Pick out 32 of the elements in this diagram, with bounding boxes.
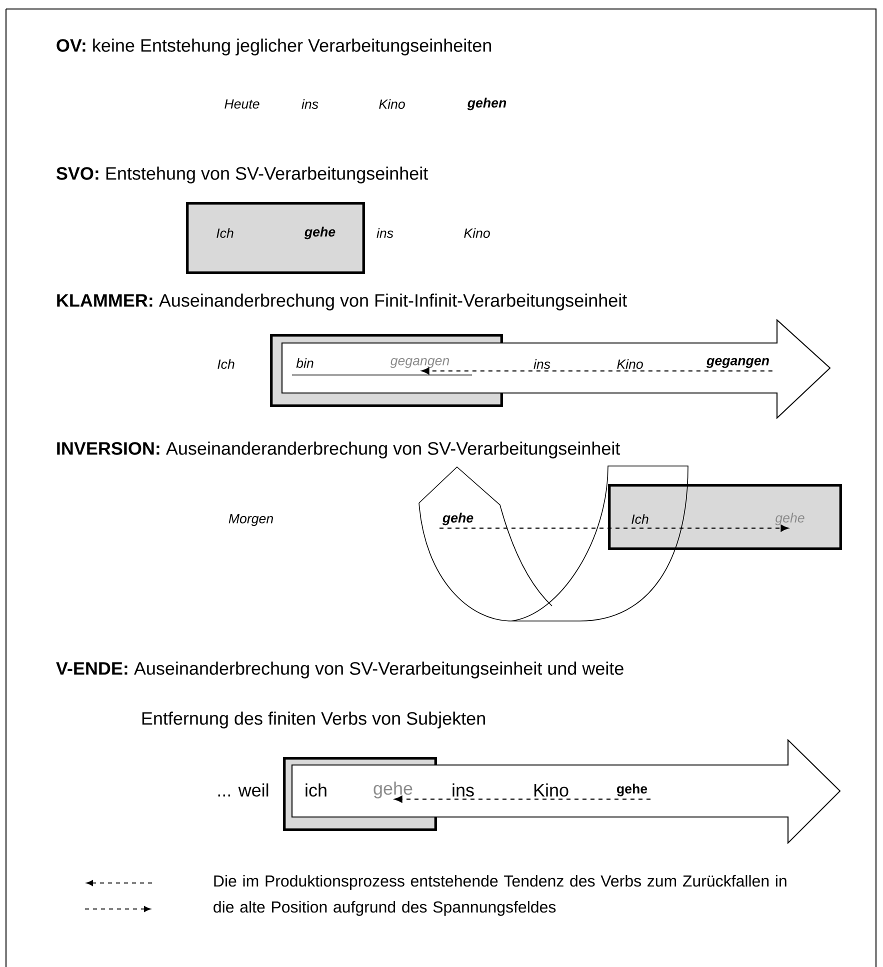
arrow bbox=[394, 796, 650, 803]
word: ins bbox=[376, 228, 394, 238]
heading: V-ENDE: Auseinanderbrechung von SV-Verarbeitungseinheit und weite bbox=[56, 662, 624, 678]
word: ins bbox=[302, 99, 318, 109]
word: gegangen bbox=[390, 358, 450, 368]
word: ins bbox=[534, 359, 550, 369]
word: gehe bbox=[374, 782, 412, 798]
arrow bbox=[440, 524, 789, 532]
word: Kino bbox=[379, 99, 405, 109]
word: gehe bbox=[775, 512, 804, 526]
arrow bbox=[421, 367, 772, 374]
heading: SVO: Entstehung von SV-Verarbeitungseinheit bbox=[56, 166, 428, 184]
word: ... weil bbox=[218, 783, 268, 797]
word: Morgen bbox=[228, 514, 273, 526]
word: Kino bbox=[464, 228, 490, 238]
legend-text: Die im Produktionsprozess entstehende Tendenz des Verbs zum Zurückfallen in die alte Position aufgrund des Spannungsfeldes bbox=[214, 874, 786, 916]
word: Ich bbox=[218, 359, 234, 369]
heading: Entfernung des finiten Verbs von Subjekten bbox=[142, 712, 485, 728]
word: gegangen bbox=[706, 358, 769, 368]
heading: OV: keine Entstehung jeglicher Verarbeitungseinheiten bbox=[56, 38, 491, 56]
word: gehen bbox=[467, 98, 506, 110]
heading: INVERSION: Auseinanderanderbrechung von SV-Verarbeitungseinheit bbox=[57, 442, 620, 458]
word: gehe bbox=[617, 784, 648, 796]
word: Kino bbox=[617, 359, 643, 369]
word: Heute bbox=[224, 99, 260, 109]
heading: KLAMMER: Auseinanderbrechung von Finit-Infinit-Verarbeitungseinheit bbox=[57, 294, 627, 310]
shaded-box: Ich gehe bbox=[186, 202, 365, 274]
word: bin bbox=[296, 358, 314, 368]
word: gehe bbox=[442, 512, 474, 526]
word: ich bbox=[306, 783, 326, 797]
word: ins bbox=[452, 783, 474, 797]
word: Kino bbox=[534, 783, 568, 797]
